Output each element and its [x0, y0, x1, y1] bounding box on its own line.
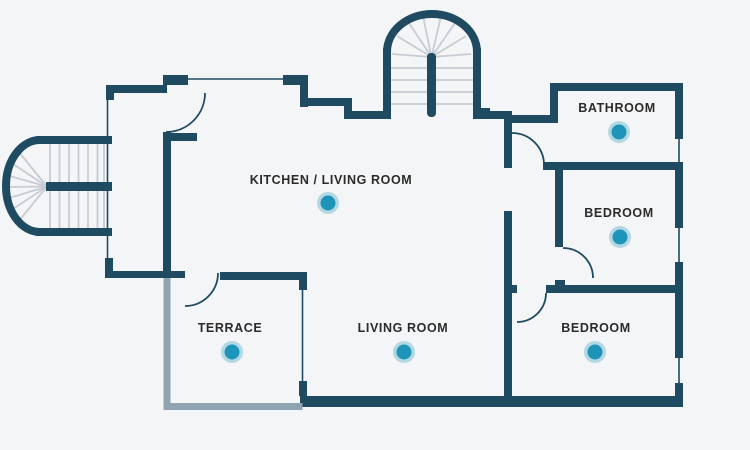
wall-bathroom-bottom [543, 162, 683, 170]
door-hall [511, 132, 545, 166]
room-marker-living-room[interactable] [393, 341, 415, 363]
windows [106, 78, 680, 384]
door-terrace [184, 272, 219, 307]
room-marker-bedroom-bottom[interactable] [584, 341, 606, 363]
stair-arch [2, 136, 41, 236]
window-jamb [163, 75, 188, 85]
room-label-terrace: TERRACE [198, 321, 263, 335]
wall-bathroom-left [550, 83, 558, 123]
terrace-walls [163, 278, 303, 410]
wall-kitchen-divider [163, 132, 171, 278]
wall-hall-left-upper [504, 111, 512, 168]
wall-hall-left-lower [504, 211, 512, 407]
room-marker-bathroom[interactable] [608, 121, 630, 143]
wall-bottom [300, 396, 683, 407]
room-marker-bedroom-middle[interactable] [609, 226, 631, 248]
room-markers [221, 121, 631, 363]
room-labels: KITCHEN / LIVING ROOM BATHROOM BEDROOM B… [198, 101, 655, 335]
window-jamb [283, 75, 308, 85]
door-kitchen-top [165, 92, 206, 133]
wall-terrace-top [220, 272, 307, 280]
wall-bedroom-separator [546, 285, 683, 293]
room-label-kitchen-living: KITCHEN / LIVING ROOM [250, 173, 413, 187]
doors [165, 92, 594, 323]
room-label-bedroom-middle: BEDROOM [584, 206, 653, 220]
wall-hall-top [504, 115, 558, 123]
curved-staircase-left [2, 136, 112, 236]
room-label-bathroom: BATHROOM [578, 101, 655, 115]
wall-top-left [106, 85, 167, 93]
room-label-bedroom-bottom: BEDROOM [561, 321, 630, 335]
wall-bathroom-top [550, 83, 683, 91]
room-marker-terrace[interactable] [221, 341, 243, 363]
stair-arch [383, 10, 481, 53]
walls [105, 75, 683, 407]
door-bedroom-middle [562, 247, 594, 279]
door-bedroom-bottom [516, 292, 547, 323]
room-label-living-room: LIVING ROOM [358, 321, 449, 335]
room-marker-kitchen-living[interactable] [317, 192, 339, 214]
curved-staircase-top [383, 10, 490, 119]
wall-bedroom-left [555, 170, 563, 247]
